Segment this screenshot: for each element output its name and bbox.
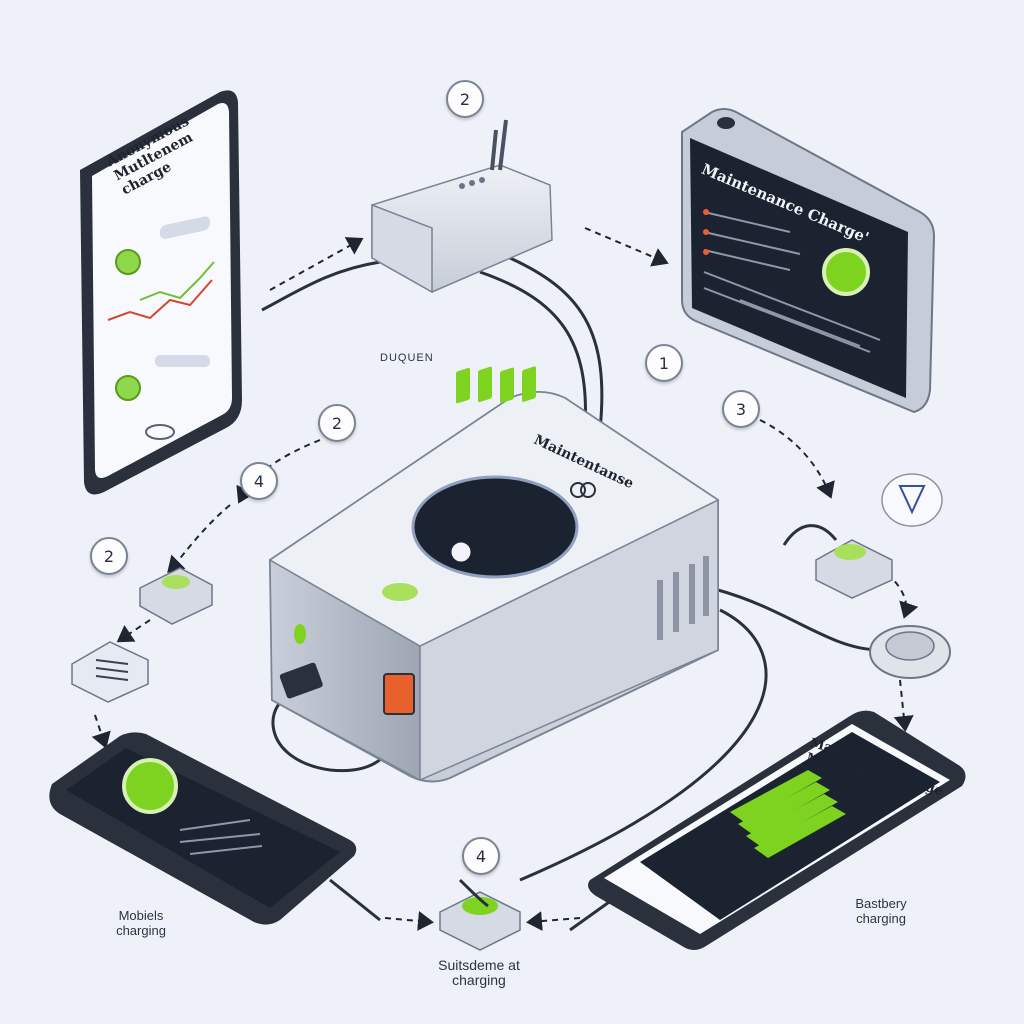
step-marker: 4 — [240, 462, 278, 500]
flow-arrows — [91, 227, 919, 932]
step-marker: 2 — [318, 404, 356, 442]
caption-bottom-center: Suitsdeme at charging — [438, 957, 520, 988]
right-node-plug — [782, 524, 893, 599]
left-phone — [80, 90, 242, 495]
center-note: DUQUEN — [380, 352, 434, 364]
arrow-icon — [167, 504, 231, 573]
check-icon — [122, 758, 178, 814]
arrow-icon — [236, 439, 321, 504]
right-node-alert — [881, 473, 943, 527]
arrow-icon — [893, 679, 914, 732]
caption-bottom-right: Bastbery charging — [855, 896, 907, 926]
cable-hub-right — [717, 588, 881, 652]
step-marker: 2 — [90, 537, 128, 575]
charger-hub-icon — [268, 366, 720, 783]
left-node-button — [139, 567, 213, 625]
arrow-icon — [384, 910, 434, 931]
cable-adapter-to-hub-b — [509, 256, 604, 431]
caption-bottom-left: Mobiels charging — [116, 908, 166, 938]
cable-hub-bottom — [519, 608, 768, 882]
cable-adapter-to-hub-a — [479, 270, 588, 431]
arrow-icon — [584, 227, 669, 267]
step-marker: 2 — [446, 80, 484, 118]
cables — [261, 256, 881, 882]
battery-icon — [383, 673, 415, 715]
bottom-left-phone — [49, 732, 381, 925]
arrow-icon — [759, 419, 835, 499]
check-icon — [115, 249, 141, 275]
arrow-icon — [91, 714, 111, 749]
power-adapter-icon — [371, 119, 553, 294]
battery-icon — [115, 375, 141, 401]
bottom-right-phone — [569, 710, 966, 950]
arrow-icon — [526, 911, 581, 932]
right-node-disc — [869, 625, 951, 679]
monitor-icon — [681, 108, 936, 414]
check-icon — [822, 248, 870, 296]
step-marker: 3 — [722, 390, 760, 428]
left-node-list — [71, 641, 149, 703]
plug-icon — [490, 119, 508, 171]
step-marker: 4 — [462, 837, 500, 875]
bottom-center-node — [439, 878, 521, 951]
arrow-icon — [116, 619, 151, 643]
cable-adapter-left — [261, 260, 381, 312]
step-marker: 1 — [645, 344, 683, 382]
